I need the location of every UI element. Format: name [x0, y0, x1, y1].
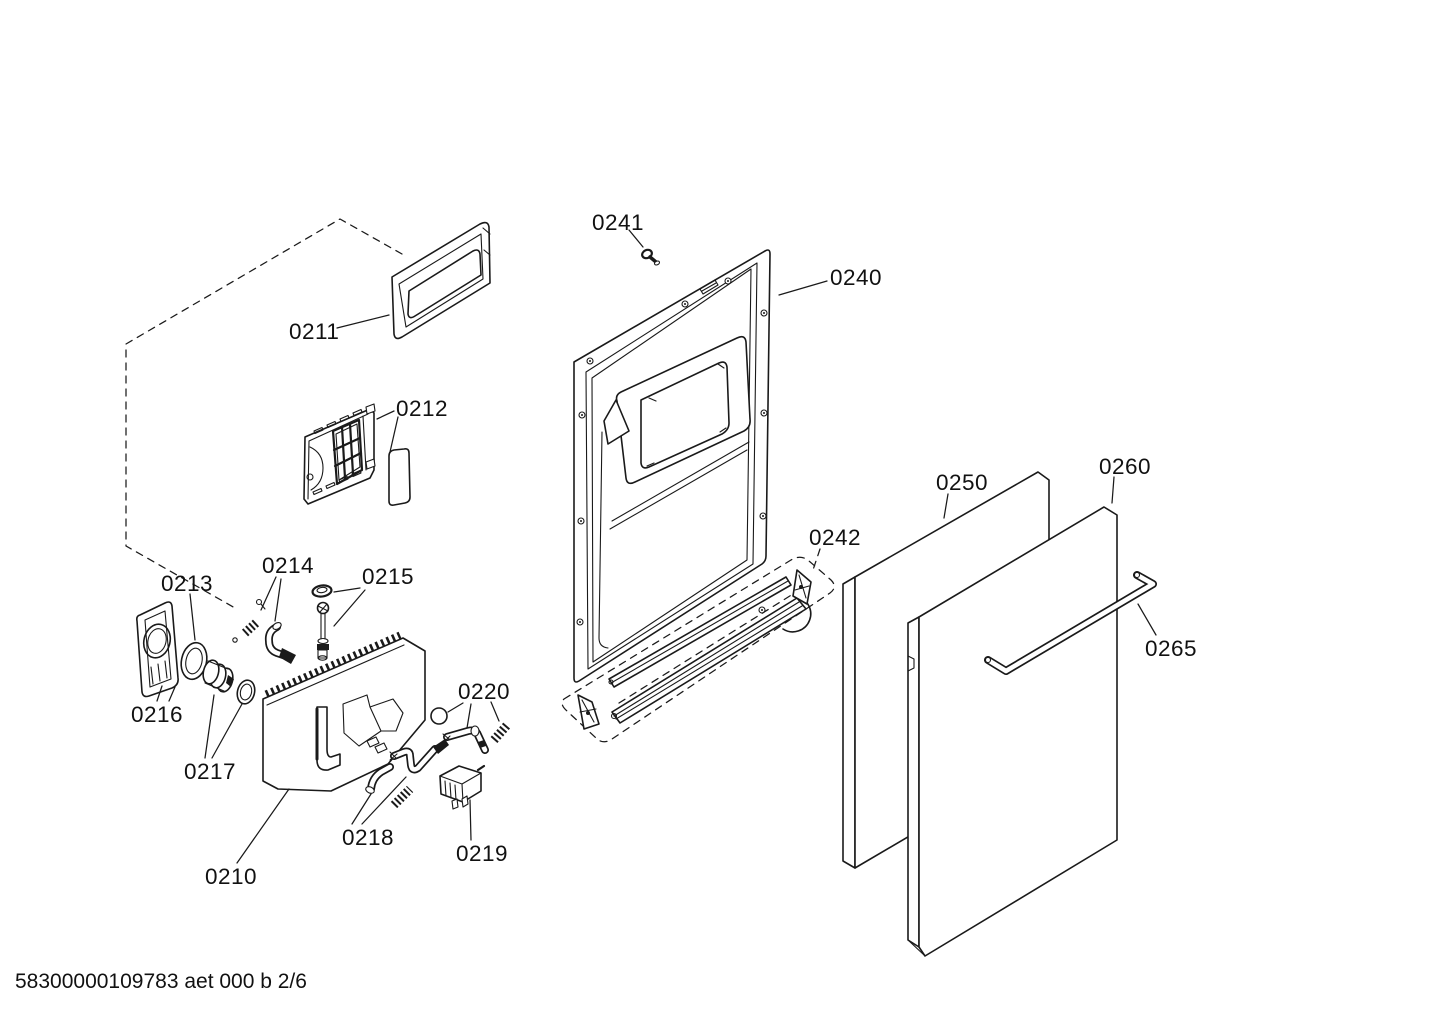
part-label-0212: 0212: [396, 396, 449, 421]
part-label-0265: 0265: [1145, 636, 1198, 661]
part-0216-drawing: [136, 601, 179, 698]
part-0240-drawing: [573, 249, 771, 683]
part-0265-drawing: [984, 571, 1157, 675]
part-label-0216: 0216: [131, 702, 184, 727]
part-label-0217: 0217: [184, 759, 237, 784]
part-0220-drawing: [430, 707, 512, 754]
part-label-0214: 0214: [262, 553, 315, 578]
part-0214-drawing: [232, 598, 266, 643]
part-label-0218: 0218: [342, 825, 395, 850]
part-0219-drawing: [439, 764, 486, 810]
door-screw-holes: [576, 277, 768, 626]
elbow-tube-drawing: [264, 622, 296, 664]
part-0212-drawing: [303, 403, 411, 506]
part-label-0260: 0260: [1099, 454, 1152, 479]
part-0215-drawing: [311, 584, 333, 661]
part-0260-drawing: [907, 506, 1118, 957]
leader-lines: [156, 229, 1157, 864]
part-label-0250: 0250: [936, 470, 989, 495]
part-label-0219: 0219: [456, 841, 509, 866]
part-0218-drawing: [365, 739, 449, 809]
part-label-0241: 0241: [592, 210, 645, 235]
construction-lines: [125, 218, 403, 609]
part-label-0213: 0213: [161, 571, 214, 596]
part-label-0220: 0220: [458, 679, 511, 704]
part-label-0215: 0215: [362, 564, 415, 589]
part-label-0240: 0240: [830, 265, 883, 290]
drawing-number: 58300000109783 aet 000 b 2/6: [15, 970, 307, 993]
part-label-0211: 0211: [289, 319, 340, 344]
part-0241-drawing: [641, 248, 661, 266]
part-label-0242: 0242: [809, 525, 862, 550]
part-0217-drawing: [202, 659, 256, 705]
part-0211-drawing: [391, 221, 491, 340]
part-0210-drawing: [262, 631, 426, 792]
part-label-0210: 0210: [205, 864, 258, 889]
part-0242-drawing: [561, 556, 835, 743]
